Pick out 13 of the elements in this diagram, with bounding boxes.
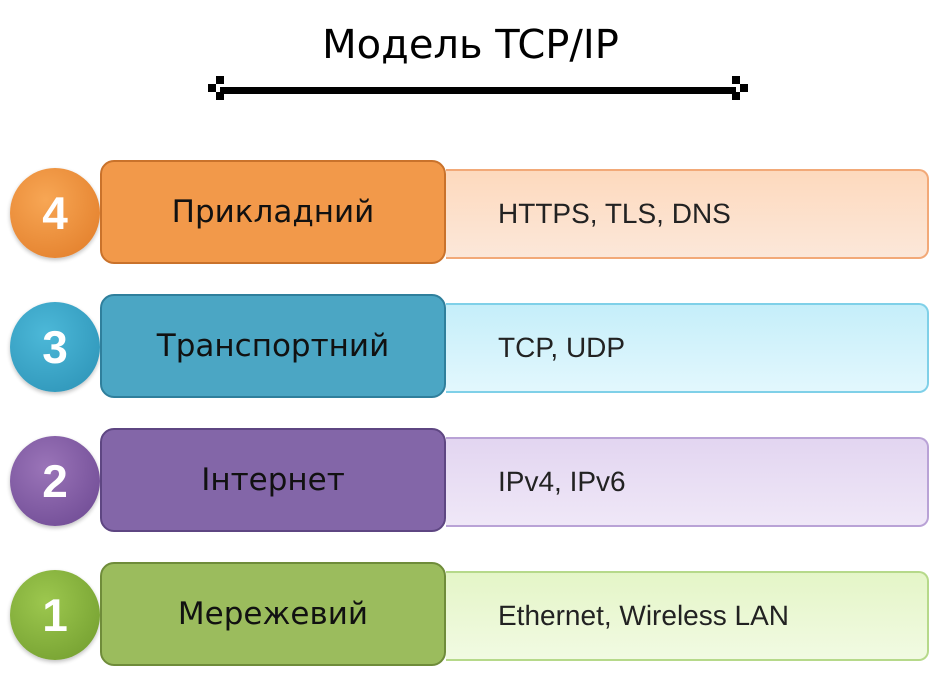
layer-box: Транспортний: [100, 294, 446, 398]
layer-number: 3: [10, 302, 100, 392]
protocol-band: TCP, UDP: [446, 303, 929, 393]
layer-box: Мережевий: [100, 562, 446, 666]
layer-number: 1: [10, 570, 100, 660]
layer-box: Прикладний: [100, 160, 446, 264]
protocol-band: Ethernet, Wireless LAN: [446, 571, 929, 661]
layer-number: 4: [10, 168, 100, 258]
protocol-band: IPv4, IPv6: [446, 437, 929, 527]
title: Модель TCP/IP: [321, 22, 620, 68]
layer-number: 2: [10, 436, 100, 526]
protocol-band: HTTPS, TLS, DNS: [446, 169, 929, 259]
layer-box: Інтернет: [100, 428, 446, 532]
